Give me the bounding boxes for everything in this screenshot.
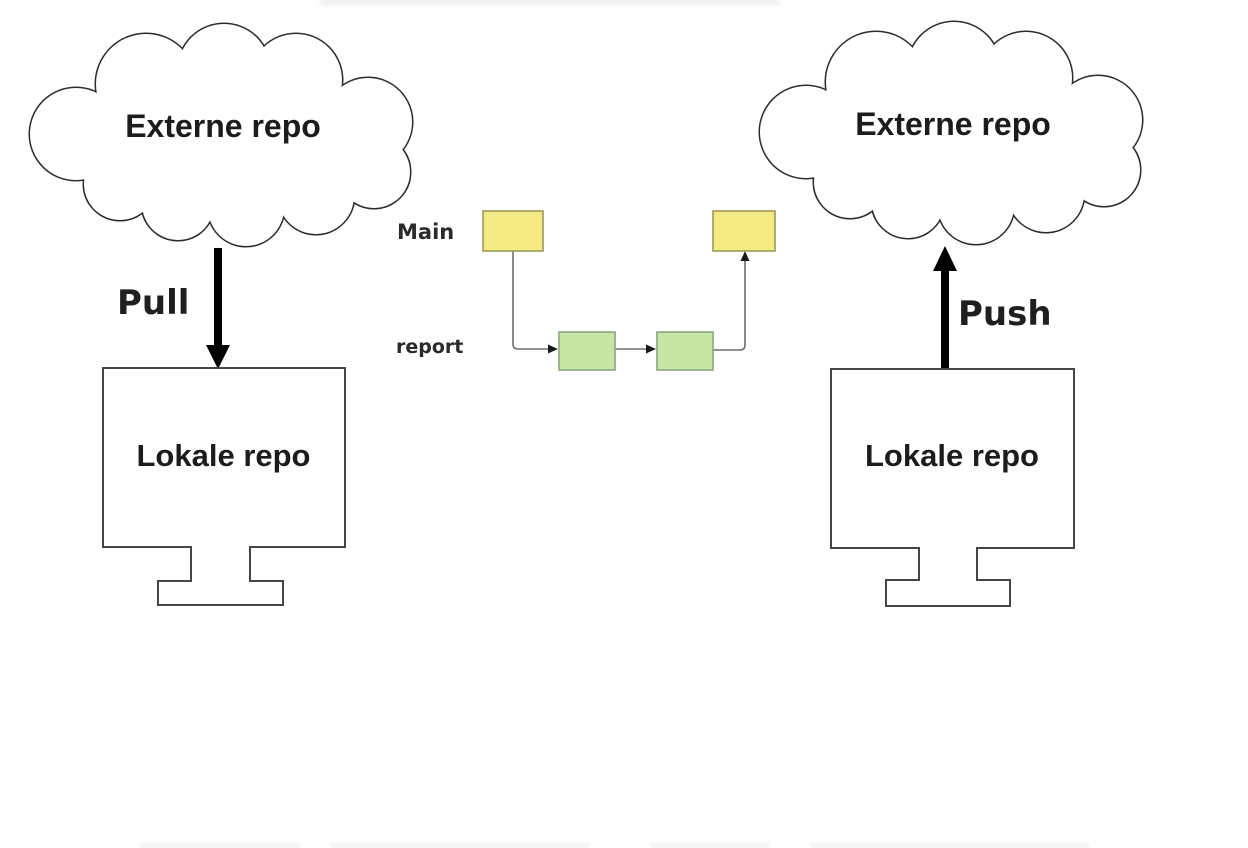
branch-label-main: Main bbox=[397, 220, 455, 244]
push-label: Push bbox=[958, 294, 1052, 334]
cloud-icon-left bbox=[28, 22, 414, 248]
scan-artifact-bottom-1 bbox=[140, 843, 300, 848]
connector-main-to-report bbox=[512, 251, 548, 350]
commit-node-main-1 bbox=[482, 210, 544, 252]
arrowhead-right-2 bbox=[646, 344, 656, 354]
external-repo-label-right: Externe repo bbox=[855, 106, 1051, 142]
arrowhead-up bbox=[740, 251, 750, 261]
monitor-icon-right bbox=[830, 368, 1075, 607]
push-arrow-icon bbox=[933, 246, 957, 369]
pull-arrow-icon bbox=[206, 248, 230, 369]
scan-artifact-bottom-3 bbox=[650, 843, 770, 848]
branch-label-report: report bbox=[396, 336, 464, 358]
scan-artifact-bottom-2 bbox=[330, 843, 590, 848]
local-repo-label-left: Lokale repo bbox=[136, 438, 311, 473]
commit-node-main-2 bbox=[712, 210, 776, 252]
local-repo-label-right: Lokale repo bbox=[865, 438, 1039, 473]
connector-report-to-main bbox=[713, 261, 746, 351]
cloud-icon-right bbox=[758, 20, 1144, 246]
scan-artifact-top bbox=[320, 0, 780, 5]
monitor-icon-left bbox=[102, 367, 346, 606]
scan-artifact-bottom-4 bbox=[810, 843, 1090, 848]
arrowhead-right-1 bbox=[548, 344, 558, 354]
external-repo-label-left: Externe repo bbox=[125, 108, 321, 144]
branch-graph bbox=[482, 210, 776, 371]
commit-node-report-1 bbox=[558, 331, 616, 371]
commit-node-report-2 bbox=[656, 331, 714, 371]
pull-label: Pull bbox=[117, 283, 190, 323]
